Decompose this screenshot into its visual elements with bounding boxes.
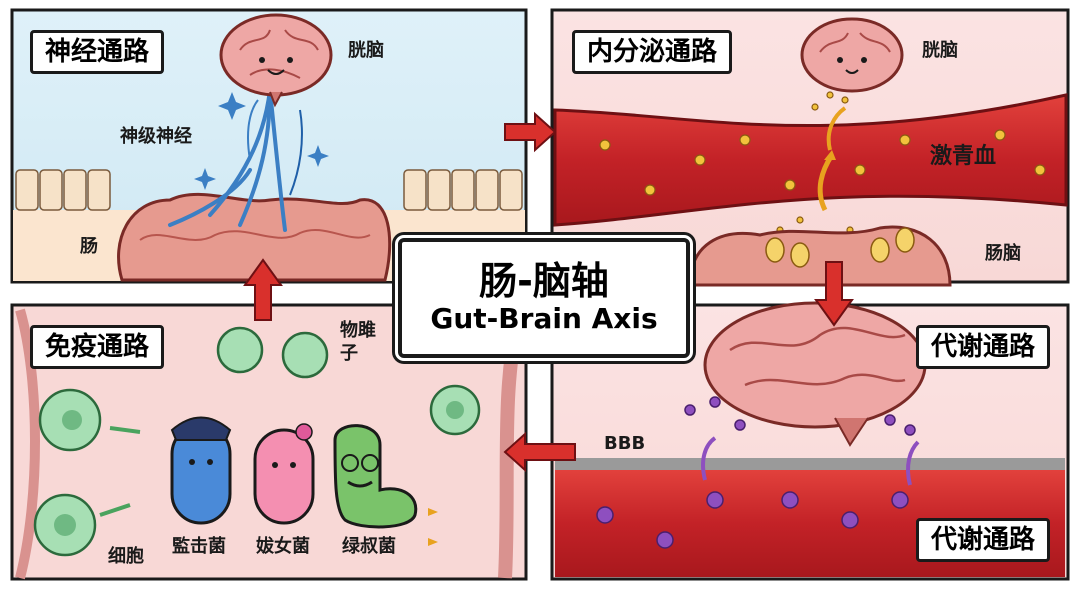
panel-title-metabolic-bottom: 代谢通路 <box>916 518 1051 562</box>
top-label-line1: 物雎 <box>340 320 376 341</box>
arrow-left-icon <box>503 431 576 473</box>
arrow-right-icon <box>504 111 557 153</box>
brain-cartoon-icon <box>219 13 333 108</box>
bacteria-label: 妭女菌 <box>256 536 310 557</box>
brain-label: 胱脑 <box>348 40 384 61</box>
metabolite-particles <box>596 396 916 549</box>
central-title-box: 肠-脑轴 Gut-Brain Axis <box>398 238 690 358</box>
bacteria-label: 绿叔菌 <box>342 536 396 557</box>
cell-label: 细胞 <box>108 546 144 567</box>
panel-title-metabolic-top: 代谢通路 <box>916 325 1051 369</box>
epithelial-cells <box>15 169 523 211</box>
arrow-down-icon <box>814 261 854 327</box>
gut-label: 肠 <box>80 236 98 257</box>
barrier-label: BBB <box>604 433 646 454</box>
nerve-label: 神级神经 <box>120 126 192 147</box>
bacteria-blue-icon <box>170 416 232 525</box>
blood-brain-barrier <box>555 458 1065 470</box>
blood-label: 激青血 <box>930 144 997 169</box>
vagus-nerve <box>168 88 287 232</box>
sparkle-icons <box>194 92 329 190</box>
central-title-en: Gut-Brain Axis <box>430 301 658 335</box>
central-title-cn: 肠-脑轴 <box>479 259 609 303</box>
flow-arrows <box>243 111 854 473</box>
bacteria-green-icon <box>333 424 418 529</box>
panel-title-immune: 免疫通路 <box>30 325 165 369</box>
brain-cartoon-icon <box>800 17 904 93</box>
arrow-up-icon <box>243 258 283 321</box>
blood-vessel <box>553 93 1068 227</box>
brain-label: 胱脑 <box>922 40 958 61</box>
panel-title-neural: 神经通路 <box>30 30 165 74</box>
panel-title-endocrine: 内分泌通路 <box>572 30 733 74</box>
panel-neural <box>10 8 528 284</box>
bacteria-pink-icon <box>253 423 315 525</box>
top-label-line2: 子 <box>340 343 358 364</box>
gut-label: 肠脑 <box>985 243 1021 264</box>
bacteria-label: 監击菌 <box>172 536 226 557</box>
